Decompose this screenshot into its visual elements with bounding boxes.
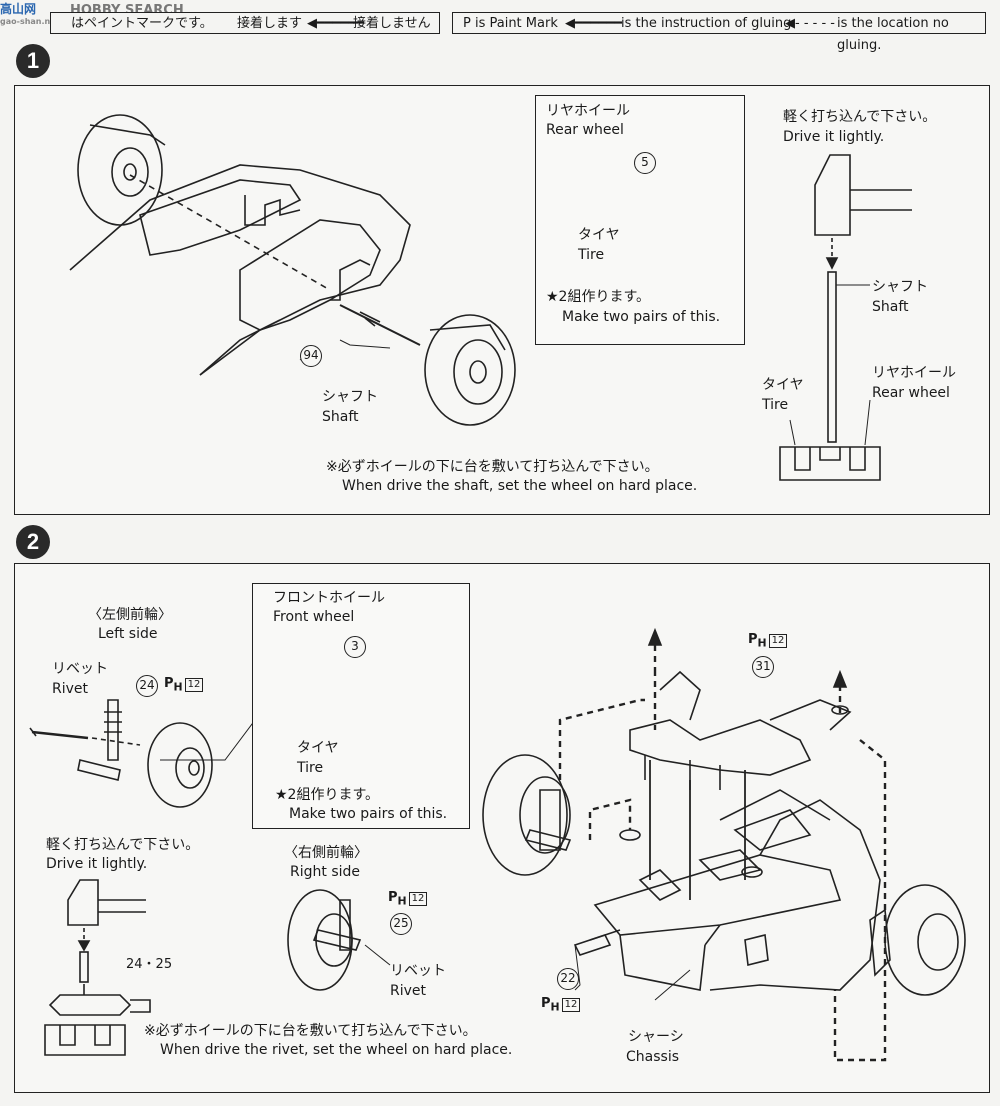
step-1-footnote-en: When drive the shaft, set the wheel on h… bbox=[342, 478, 698, 494]
legend-jp-glue-arrow: ◀━━━━━━ bbox=[307, 16, 364, 31]
side-shaft-jp: シャフト bbox=[872, 279, 928, 295]
drive-lightly-en: Drive it lightly. bbox=[783, 129, 885, 145]
legend-jp-glue: 接着します bbox=[237, 16, 303, 31]
front-wheel-title-en: Front wheel bbox=[273, 609, 355, 625]
legend-jp: はペイントマークです。 接着します ◀━━━━━━ 接着しません bbox=[50, 12, 440, 34]
side-shaft-en: Shaft bbox=[872, 299, 909, 315]
step-2-badge: 2 bbox=[16, 525, 50, 559]
legend-en: P is Paint Mark ◀━━━━━━ is the instructi… bbox=[452, 12, 986, 53]
chassis-label-jp: シャーシ bbox=[628, 1029, 684, 1045]
rear-wheel-title-en: Rear wheel bbox=[546, 122, 624, 138]
shaft-label-en: Shaft bbox=[322, 409, 359, 425]
right-rivet-en: Rivet bbox=[390, 983, 427, 999]
drive-lightly-jp: 軽く打ち込んで下さい。 bbox=[783, 109, 937, 125]
rear-wheel-note-en: Make two pairs of this. bbox=[562, 309, 721, 325]
rear-wheel-note-jp: ★2組作ります。 bbox=[546, 289, 651, 305]
legend-en-paint: P is Paint Mark bbox=[463, 16, 558, 31]
front-wheel-note-en: Make two pairs of this. bbox=[289, 806, 448, 822]
front-wheel-note-jp: ★2組作ります。 bbox=[275, 787, 380, 803]
part-number-31: 31 bbox=[752, 656, 774, 678]
step-2-front-wheel-inset: フロントホイール Front wheel タイヤ Tire ★2組作ります。 M… bbox=[252, 583, 470, 829]
right-side-title-en: Right side bbox=[290, 864, 360, 880]
rear-wheel-title-jp: リヤホイール bbox=[546, 103, 630, 119]
front-wheel-tire-en: Tire bbox=[297, 760, 324, 776]
left-side-title-en: Left side bbox=[98, 626, 158, 642]
left-rivet-jp: リベット bbox=[52, 661, 108, 677]
step-1-rear-wheel-inset: リヤホイール Rear wheel タイヤ Tire ★2組作ります。 Make… bbox=[535, 95, 745, 345]
part-number-3: 3 bbox=[344, 636, 366, 658]
legend-en-noglue: is the location no gluing. bbox=[837, 16, 949, 53]
step-2-drive-en: Drive it lightly. bbox=[46, 856, 148, 872]
rear-wheel-tire-jp: タイヤ bbox=[578, 227, 620, 243]
step-2-panel bbox=[14, 563, 990, 1093]
legend-jp-paint: はペイントマークです。 bbox=[71, 16, 213, 31]
side-wheel-jp: リヤホイール bbox=[872, 365, 956, 381]
legend-en-noglue-arrow: ◀- - - - - bbox=[785, 16, 835, 31]
chassis-label-en: Chassis bbox=[626, 1049, 679, 1065]
side-tire-en: Tire bbox=[762, 397, 789, 413]
left-side-title-jp: 〈左側前輪〉 bbox=[88, 607, 172, 623]
step-2-footnote-en: When drive the rivet, set the wheel on h… bbox=[160, 1042, 513, 1058]
watermark-logo-text: 高山网 bbox=[0, 2, 37, 16]
legend-en-glue-arrow: ◀━━━━━━ bbox=[565, 16, 622, 31]
side-wheel-en: Rear wheel bbox=[872, 385, 950, 401]
step-2-drive-parts: 24・25 bbox=[126, 957, 173, 972]
legend-jp-noglue: 接着しません bbox=[353, 16, 431, 31]
step-2-drive-jp: 軽く打ち込んで下さい。 bbox=[46, 837, 200, 853]
front-wheel-title-jp: フロントホイール bbox=[273, 590, 385, 606]
part-number-25: 25 bbox=[390, 913, 412, 935]
right-rivet-jp: リベット bbox=[390, 963, 446, 979]
front-wheel-tire-jp: タイヤ bbox=[297, 740, 339, 756]
rear-wheel-tire-en: Tire bbox=[578, 247, 605, 263]
part-number-94: 94 bbox=[300, 345, 322, 367]
shaft-label-jp: シャフト bbox=[322, 389, 378, 405]
part-number-24: 24 bbox=[136, 675, 158, 697]
part-number-5: 5 bbox=[634, 152, 656, 174]
legend-en-glue: is the instruction of gluing. bbox=[621, 16, 796, 31]
part-number-22: 22 bbox=[557, 968, 579, 990]
side-tire-jp: タイヤ bbox=[762, 377, 804, 393]
watermark-domain: gao-shan.net bbox=[0, 17, 60, 26]
left-rivet-en: Rivet bbox=[52, 681, 89, 697]
step-1-badge: 1 bbox=[16, 44, 50, 78]
step-1-footnote-jp: ※必ずホイールの下に台を敷いて打ち込んで下さい。 bbox=[326, 459, 659, 475]
right-side-title-jp: 〈右側前輪〉 bbox=[284, 845, 368, 861]
watermark-logo: 高山网 gao-shan.net bbox=[0, 0, 59, 26]
step-2-footnote-jp: ※必ずホイールの下に台を敷いて打ち込んで下さい。 bbox=[144, 1023, 477, 1039]
